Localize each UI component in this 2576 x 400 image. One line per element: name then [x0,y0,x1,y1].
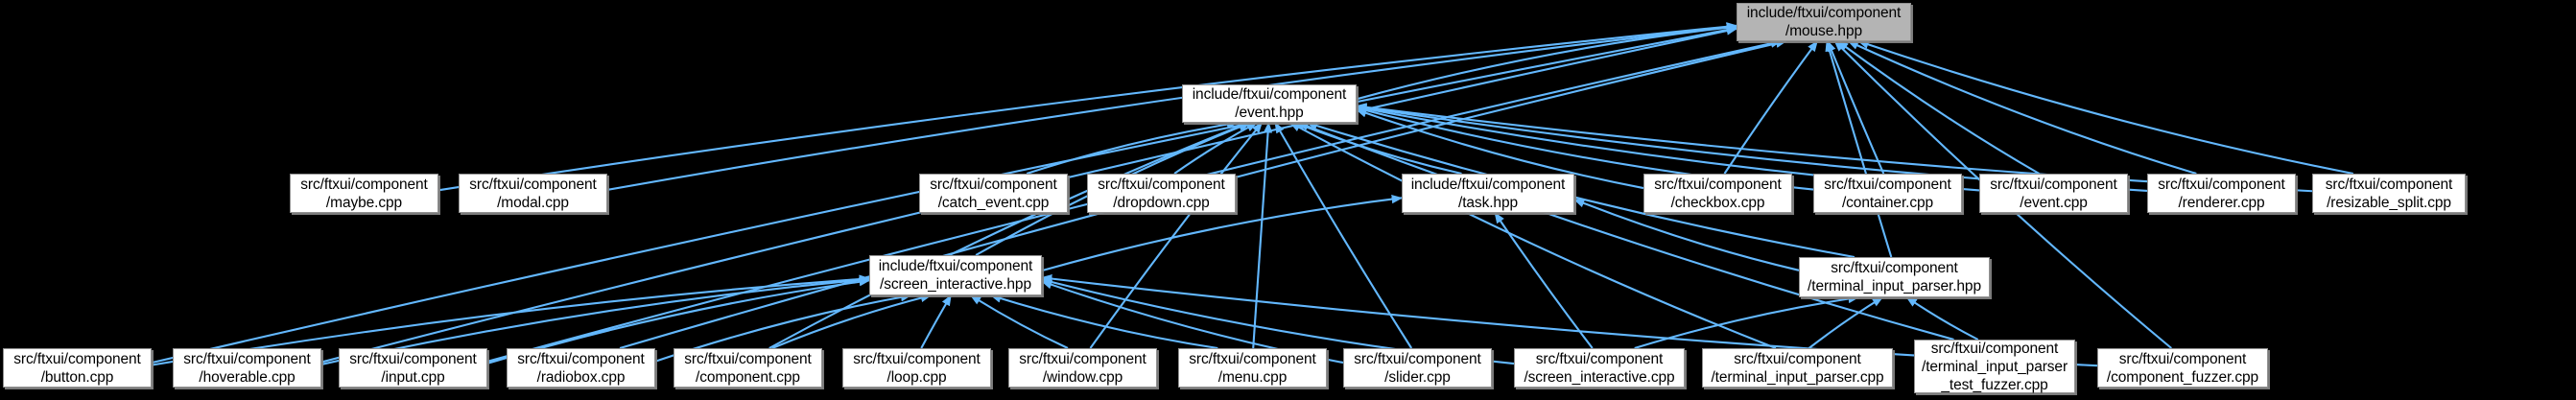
graph-node-label: src/ftxui/component /component.cpp [684,350,812,386]
graph-node-component_fuzzer_cpp[interactable]: src/ftxui/component /component_fuzzer.cp… [2097,348,2268,388]
graph-node-label: src/ftxui/component /menu.cpp [1189,350,1316,386]
graph-edge-resizable_split_cpp-to-mouse_hpp [1857,39,2354,176]
graph-node-terminal_input_parser_hpp[interactable]: src/ftxui/component /terminal_input_pars… [1799,257,1990,297]
graph-edge-screen_interactive_cpp-to-task_hpp [1494,212,1594,349]
graph-node-label: src/ftxui/component /checkbox.cpp [1654,176,1782,211]
graph-node-label: include/ftxui/component /task.hpp [1410,176,1566,211]
graph-edge-menu_cpp-to-screen_interactive_hpp [989,294,1218,350]
graph-node-screen_interactive_hpp[interactable]: include/ftxui/component /screen_interact… [869,255,1042,295]
graph-node-label: src/ftxui/component /catch_event.cpp [930,176,1057,211]
graph-node-button_cpp[interactable]: src/ftxui/component /button.cpp [3,348,152,388]
graph-edge-menu_cpp-to-event_hpp [1252,121,1273,349]
graph-node-label: src/ftxui/component /event.cpp [1990,176,2117,211]
graph-node-checkbox_cpp[interactable]: src/ftxui/component /checkbox.cpp [1643,174,1792,213]
graph-node-dropdown_cpp[interactable]: src/ftxui/component /dropdown.cpp [1087,174,1236,213]
graph-node-container_cpp[interactable]: src/ftxui/component /container.cpp [1813,174,1962,213]
graph-node-label: src/ftxui/component /terminal_input_pars… [1808,260,1981,294]
graph-edge-window_cpp-to-screen_interactive_hpp [969,294,1069,349]
graph-node-label: include/ftxui/component /mouse.hpp [1746,5,1902,39]
graph-node-label: include/ftxui/component /event.hpp [1192,86,1347,121]
graph-edge-terminal_input_parser_test_fuzzer_cpp-to-terminal_input_parser_hpp [1905,296,1979,341]
graph-node-label: src/ftxui/component /terminal_input_pars… [1711,350,1884,386]
graph-edge-terminal_input_parser_cpp-to-terminal_input_parser_hpp [1808,296,1884,349]
graph-node-mouse_hpp[interactable]: include/ftxui/component /mouse.hpp [1737,3,1911,41]
graph-node-input_cpp[interactable]: src/ftxui/component /input.cpp [339,348,487,388]
graph-node-label: src/ftxui/component /dropdown.cpp [1098,176,1225,211]
graph-edge-event_cpp-to-mouse_hpp [1836,40,2040,175]
graph-edge-maybe_cpp-to-mouse_hpp [437,22,1738,192]
graph-node-label: src/ftxui/component /maybe.cpp [300,176,428,211]
graph-edge-terminal_input_parser_hpp-to-mouse_hpp [1825,39,1893,258]
graph-edge-catch_event_cpp-to-event_hpp [1026,120,1239,175]
graph-edge-renderer_cpp-to-mouse_hpp [1847,40,2197,176]
graph-edge-modal_cpp-to-mouse_hpp [606,22,1738,191]
graph-node-loop_cpp[interactable]: src/ftxui/component /loop.cpp [842,348,991,388]
graph-node-label: src/ftxui/component /input.cpp [349,350,477,386]
graph-node-menu_cpp[interactable]: src/ftxui/component /menu.cpp [1178,348,1327,388]
graph-node-terminal_input_parser_test_fuzzer_cpp[interactable]: src/ftxui/component /terminal_input_pars… [1914,340,2075,393]
graph-node-label: src/ftxui/component /button.cpp [13,350,141,386]
graph-node-hoverable_cpp[interactable]: src/ftxui/component /hoverable.cpp [173,348,321,388]
graph-node-window_cpp[interactable]: src/ftxui/component /window.cpp [1008,348,1157,388]
graph-edge-terminal_input_parser_hpp-to-event_hpp [1306,121,1855,259]
graph-node-renderer_cpp[interactable]: src/ftxui/component /renderer.cpp [2147,174,2296,213]
graph-edge-terminal_input_parser_hpp-to-task_hpp [1572,199,1800,271]
graph-edge-container_cpp-to-mouse_hpp [1827,39,1885,175]
graph-node-label: src/ftxui/component /screen_interactive.… [1524,350,1675,386]
graph-edge-screen_interactive_hpp-to-task_hpp [1041,195,1404,272]
graph-node-label: include/ftxui/component /screen_interact… [878,258,1033,293]
graph-node-label: src/ftxui/component /terminal_input_pars… [1921,340,2068,393]
graph-edge-task_hpp-to-event_hpp [1293,122,1462,176]
graph-node-label: src/ftxui/component /radiobox.cpp [517,350,645,386]
graph-edge-loop_cpp-to-screen_interactive_hpp [920,294,953,349]
graph-edge-component_cpp-to-event_hpp [768,122,1250,349]
graph-edge-checkbox_cpp-to-event_hpp [1355,108,1644,190]
graph-node-terminal_input_parser_cpp[interactable]: src/ftxui/component /terminal_input_pars… [1702,348,1893,388]
graph-edge-slider_cpp-to-event_hpp [1274,121,1413,349]
graph-edge-window_cpp-to-event_hpp [1089,122,1264,349]
graph-node-task_hpp[interactable]: include/ftxui/component /task.hpp [1402,174,1574,213]
graph-node-screen_interactive_cpp[interactable]: src/ftxui/component /screen_interactive.… [1514,348,1685,388]
graph-node-component_cpp[interactable]: src/ftxui/component /component.cpp [674,348,822,388]
graph-node-radiobox_cpp[interactable]: src/ftxui/component /radiobox.cpp [507,348,655,388]
graph-edge-checkbox_cpp-to-mouse_hpp [1723,40,1819,175]
graph-edge-screen_interactive_cpp-to-terminal_input_parser_hpp [1634,294,1860,350]
graph-node-label: src/ftxui/component /hoverable.cpp [183,350,311,386]
graph-node-maybe_cpp[interactable]: src/ftxui/component /maybe.cpp [290,174,438,213]
graph-node-catch_event_cpp[interactable]: src/ftxui/component /catch_event.cpp [919,174,1068,213]
graph-node-label: src/ftxui/component /slider.cpp [1354,350,1481,386]
graph-edge-terminal_input_parser_test_fuzzer_cpp-to-event_hpp [1297,122,1954,341]
graph-node-event_hpp[interactable]: include/ftxui/component /event.hpp [1182,84,1357,123]
graph-node-label: src/ftxui/component /component_fuzzer.cp… [2106,350,2259,386]
graph-edge-component_cpp-to-screen_interactive_hpp [771,294,933,349]
graph-edge-terminal_input_parser_cpp-to-event_hpp [1288,122,1777,349]
graph-node-label: src/ftxui/component /modal.cpp [469,176,597,211]
graph-node-event_cpp[interactable]: src/ftxui/component /event.cpp [1979,174,2128,213]
graph-node-label: src/ftxui/component /renderer.cpp [2158,176,2285,211]
graph-node-label: src/ftxui/component /container.cpp [1824,176,1951,211]
graph-node-resizable_split_cpp[interactable]: src/ftxui/component /resizable_split.cpp [2312,174,2466,213]
graph-node-label: src/ftxui/component /resizable_split.cpp [2325,176,2453,211]
graph-node-modal_cpp[interactable]: src/ftxui/component /modal.cpp [459,174,607,213]
graph-node-label: src/ftxui/component /loop.cpp [853,350,981,386]
graph-node-label: src/ftxui/component /window.cpp [1019,350,1146,386]
graph-node-slider_cpp[interactable]: src/ftxui/component /slider.cpp [1343,348,1492,388]
